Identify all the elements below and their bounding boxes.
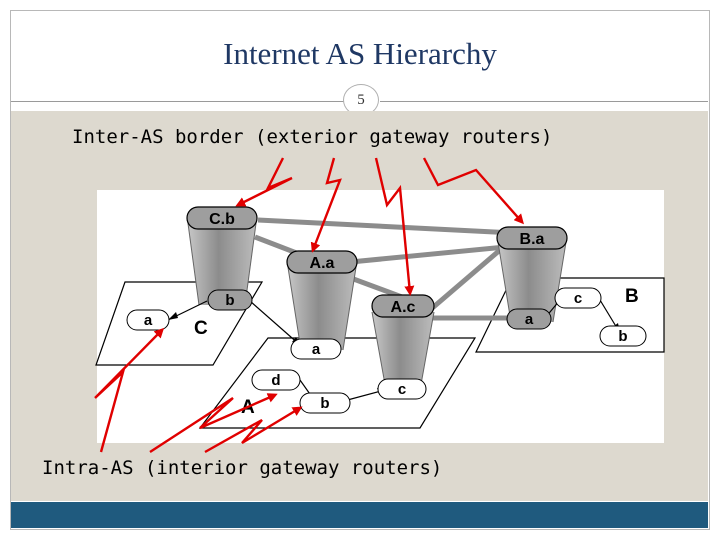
slide-title: Internet AS Hierarchy — [223, 36, 497, 71]
page-number: 5 — [343, 84, 379, 116]
node-c-b-box — [207, 289, 253, 311]
router-b-a-label-box — [496, 226, 568, 250]
router-a-c — [371, 311, 435, 391]
router-b-a-label: B.a — [520, 231, 545, 248]
node-a-c: c — [398, 381, 406, 398]
node-a-b-box — [299, 392, 351, 414]
router-c-b — [186, 215, 258, 306]
router-a-c-label-box — [371, 294, 435, 318]
arrow-to-a-b — [204, 406, 303, 454]
title-divider-left — [11, 101, 346, 102]
link-cb-ba — [257, 217, 516, 236]
link-ba-ac — [428, 248, 502, 312]
router-c-b-label: C.b — [209, 211, 235, 228]
footer-bar — [11, 502, 708, 528]
arrow-to-a-d — [149, 393, 278, 454]
router-c-b-label-box — [186, 206, 258, 230]
arrowhead-c-a — [168, 312, 178, 320]
node-a-d-box — [251, 369, 301, 391]
node-b-b-box — [599, 325, 647, 347]
arrow-to-a-a — [310, 157, 342, 253]
router-a-a-label-box — [286, 250, 358, 274]
inter-as-caption: Inter-AS border (exterior gateway router… — [72, 126, 553, 148]
node-b-c: c — [574, 290, 582, 307]
link-aa-ba — [329, 243, 516, 267]
node-b-b: b — [618, 328, 627, 345]
node-c-b: b — [225, 292, 234, 309]
arrow-to-b-a — [422, 157, 524, 225]
arrow-to-c-b — [235, 157, 293, 207]
node-a-c-box — [377, 378, 427, 400]
arrow-to-c-a — [94, 327, 165, 453]
node-b-c-box — [554, 287, 602, 309]
router-b-a — [496, 235, 568, 323]
node-a-d: d — [271, 372, 280, 389]
arrow-to-a-c — [374, 157, 415, 296]
router-a-c-label: A.c — [391, 299, 416, 316]
node-a-a: a — [312, 341, 321, 358]
router-a-a-label: A.a — [310, 255, 335, 272]
router-a-a — [286, 260, 358, 351]
inter-as-links — [254, 217, 516, 321]
node-b-a: a — [525, 311, 534, 328]
node-c-a-box — [126, 309, 170, 331]
node-a-a-box — [290, 338, 342, 360]
title-divider-right — [380, 101, 708, 102]
node-b-a-box — [506, 308, 552, 330]
node-c-a: a — [144, 312, 153, 329]
as-b-name: B — [625, 286, 639, 307]
intra-as-caption: Intra-AS (interior gateway routers) — [42, 457, 443, 479]
as-c-name: C — [194, 318, 208, 339]
node-a-b: b — [320, 395, 329, 412]
